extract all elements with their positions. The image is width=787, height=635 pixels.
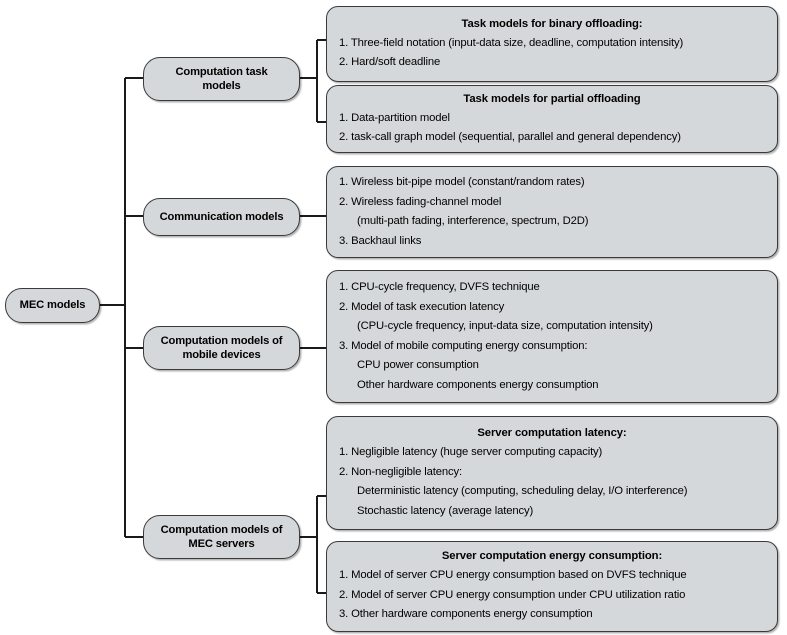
node-communication-models-label: Communication models xyxy=(159,210,284,223)
panel-item: (CPU-cycle frequency, input-data size, c… xyxy=(357,320,653,332)
panel-item: 2. Non-negligible latency: xyxy=(339,465,462,478)
node-computation-models-mec-servers-label: Computation models of MEC servers xyxy=(160,523,283,551)
panel-server-computation-energy-consumption[interactable]: Server computation energy consumption: 1… xyxy=(326,541,778,632)
panel-item: Stochastic latency (average latency) xyxy=(357,504,534,517)
panel-item: 2. Model of task execution latency xyxy=(339,300,505,313)
node-computation-models-mobile-devices[interactable]: Computation models of mobile devices xyxy=(143,326,300,370)
panel-title-partial-offloading: Task models for partial offloading xyxy=(463,92,641,105)
panel-item: 2. Hard/soft deadline xyxy=(339,56,441,68)
panel-item: 3. Backhaul links xyxy=(339,234,422,247)
panel-item: 1. Negligible latency (huge server compu… xyxy=(339,446,603,458)
panel-item: 2. Model of server CPU energy consumptio… xyxy=(339,588,686,601)
panel-item: 2. Wireless fading-channel model xyxy=(339,195,502,208)
node-root-mec-models-label: MEC models xyxy=(19,299,86,312)
panel-title-server-computation-latency: Server computation latency: xyxy=(477,427,627,439)
panel-item: (multi-path fading, interference, spectr… xyxy=(357,215,589,227)
panel-item: 3. Other hardware components energy cons… xyxy=(339,608,593,621)
panel-task-models-binary-offloading[interactable]: Task models for binary offloading: 1. Th… xyxy=(326,6,778,82)
panel-item: 2. task-call graph model (sequential, pa… xyxy=(339,131,681,143)
panel-item: Deterministic latency (computing, schedu… xyxy=(357,485,688,497)
panel-item: 1. CPU-cycle frequency, DVFS technique xyxy=(339,281,540,293)
panel-item: 1. Three-field notation (input-data size… xyxy=(339,36,684,49)
panel-list-server-computation-energy-consumption: 1. Model of server CPU energy consumptio… xyxy=(327,566,777,625)
panel-list-partial-offloading: 1. Data-partition model 2. task-call gra… xyxy=(327,109,777,148)
node-computation-models-mobile-devices-label: Computation models of mobile devices xyxy=(160,334,283,362)
node-communication-models[interactable]: Communication models xyxy=(143,198,300,236)
panel-item: 1. Wireless bit-pipe model (constant/ran… xyxy=(339,176,585,188)
node-computation-task-models[interactable]: Computation task models xyxy=(143,57,300,101)
panel-item: CPU power consumption xyxy=(357,359,479,371)
panel-item: Other hardware components energy consump… xyxy=(357,378,599,391)
node-root-mec-models[interactable]: MEC models xyxy=(5,288,100,323)
panel-server-computation-latency[interactable]: Server computation latency: 1. Negligibl… xyxy=(326,416,778,530)
panel-list-binary-offloading: 1. Three-field notation (input-data size… xyxy=(327,34,777,73)
panel-item: 1. Model of server CPU energy consumptio… xyxy=(339,569,687,582)
node-computation-models-mec-servers[interactable]: Computation models of MEC servers xyxy=(143,515,300,559)
panel-list-computation-models-mobile-devices: 1. CPU-cycle frequency, DVFS technique 2… xyxy=(327,278,777,395)
panel-item: 1. Data-partition model xyxy=(339,111,450,124)
panel-item: 3. Model of mobile computing energy cons… xyxy=(339,339,588,352)
panel-list-communication-models: 1. Wireless bit-pipe model (constant/ran… xyxy=(327,173,777,251)
panel-list-server-computation-latency: 1. Negligible latency (huge server compu… xyxy=(327,443,777,521)
panel-title-server-computation-energy-consumption: Server computation energy consumption: xyxy=(441,550,663,563)
panel-title-binary-offloading: Task models for binary offloading: xyxy=(461,17,643,30)
node-computation-task-models-label: Computation task models xyxy=(175,65,268,93)
panel-computation-models-mobile-devices[interactable]: 1. CPU-cycle frequency, DVFS technique 2… xyxy=(326,270,778,403)
panel-communication-models[interactable]: 1. Wireless bit-pipe model (constant/ran… xyxy=(326,166,778,258)
panel-task-models-partial-offloading[interactable]: Task models for partial offloading 1. Da… xyxy=(326,85,778,153)
